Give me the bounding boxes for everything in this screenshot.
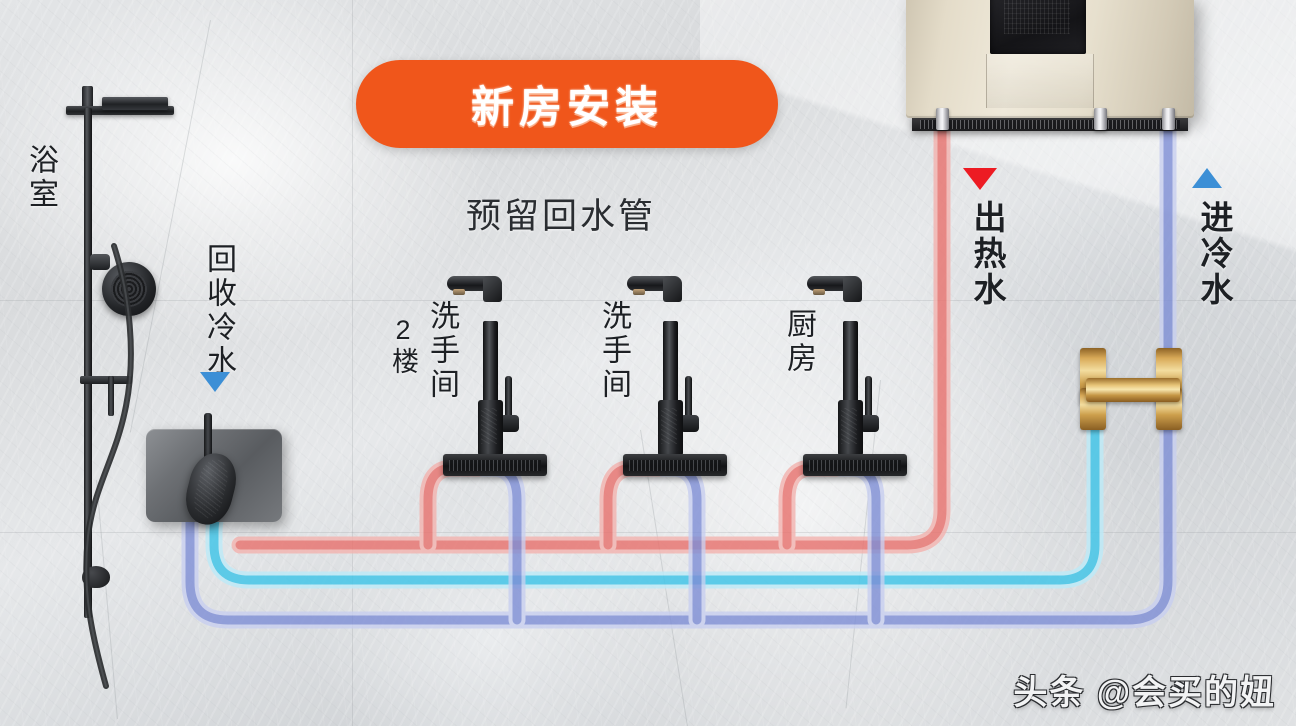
label-washroom-2f: 洗手间 — [425, 300, 458, 402]
heater-hot-outlet-nipple — [936, 108, 949, 130]
faucet-handle-base — [680, 415, 699, 432]
concealed-mixer-valve — [146, 413, 282, 530]
shower-riser-rail — [84, 108, 92, 618]
faucet-aerator — [813, 289, 825, 295]
faucet-handle-base — [860, 415, 879, 432]
reserved-return-pipe-label: 预留回水管 — [466, 197, 657, 236]
label-floor2: 2楼 — [388, 315, 418, 376]
faucet-body — [838, 400, 863, 456]
brass-cross-bar — [1086, 378, 1180, 402]
shower-slide-bracket-stem — [108, 376, 114, 416]
faucet-elbow — [663, 276, 682, 302]
watermark: 头条 @会买的妞 — [1013, 674, 1276, 712]
faucet-elbow — [483, 276, 502, 302]
faucet-handle-lever — [505, 376, 512, 424]
triangle-up-blue-icon — [1192, 168, 1222, 188]
mixer-knob — [179, 448, 243, 530]
handheld-neck — [90, 254, 110, 270]
label-washroom: 洗手间 — [597, 300, 630, 402]
gas-water-heater — [906, 0, 1194, 131]
rain-shower-head — [102, 97, 168, 110]
faucet-aerator — [633, 289, 645, 295]
triangle-down-blue-icon — [200, 372, 230, 392]
faucet-kitchen — [803, 276, 907, 476]
mixer-lever — [204, 413, 212, 459]
shower-column — [58, 86, 178, 696]
faucet-body — [478, 400, 503, 456]
faucet-elbow — [843, 276, 862, 302]
faucet-washroom-2f — [443, 276, 547, 476]
faucet-riser — [663, 321, 678, 406]
faucet-base-plate — [623, 454, 727, 476]
triangle-down-red-icon — [963, 168, 997, 190]
faucet-riser — [483, 321, 498, 406]
shower-top-cap — [82, 86, 93, 110]
shower-slide-bracket — [80, 376, 132, 384]
faucet-base-plate — [803, 454, 907, 476]
faucet-body — [658, 400, 683, 456]
label-cold-water-in: 进冷水 — [1196, 200, 1233, 308]
title-badge-label: 新房安装 — [471, 84, 663, 132]
heater-cold-inlet-nipple — [1162, 108, 1175, 130]
faucet-handle-lever — [865, 376, 872, 424]
faucet-riser — [843, 321, 858, 406]
label-hot-water-out: 出热水 — [969, 200, 1006, 308]
heater-display-panel — [990, 0, 1086, 54]
shower-hose — [83, 243, 134, 689]
label-bathroom: 浴室 — [24, 144, 57, 212]
brass-tee-fitting — [1076, 348, 1188, 430]
faucet-handle-base — [500, 415, 519, 432]
label-recycle-cold-water: 回收冷水 — [202, 243, 235, 379]
faucet-aerator — [453, 289, 465, 295]
heater-gas-nipple — [1094, 108, 1107, 130]
heater-front-seam — [986, 54, 1094, 108]
label-kitchen: 厨房 — [782, 308, 815, 376]
heater-bottom-vent — [912, 118, 1188, 131]
shower-arm — [66, 106, 174, 115]
title-badge: 新房安装 — [356, 60, 778, 148]
faucet-handle-lever — [685, 376, 692, 424]
faucet-base-plate — [443, 454, 547, 476]
faucet-washroom — [623, 276, 727, 476]
